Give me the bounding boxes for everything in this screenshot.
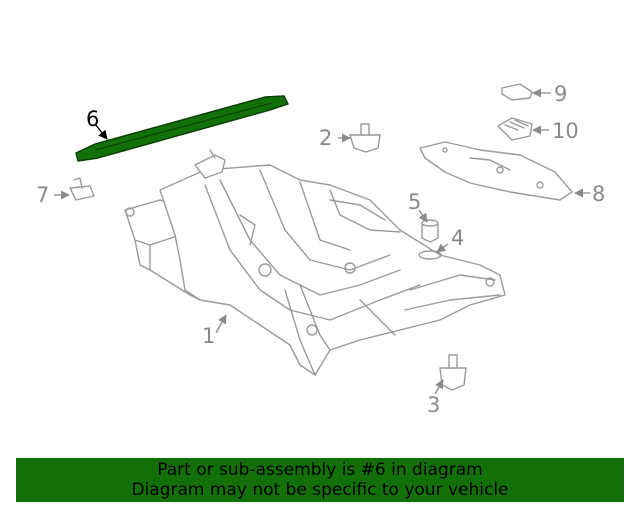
callout-1: 1 xyxy=(202,324,215,348)
part-10-pad[interactable] xyxy=(497,117,533,141)
callout-5: 5 xyxy=(408,190,421,214)
banner-line-2: Diagram may not be specific to your vehi… xyxy=(131,480,509,500)
callout-8: 8 xyxy=(592,182,605,206)
part-6-highlighted-bar[interactable] xyxy=(75,95,289,162)
parts-diagram: 1 2 3 4 5 6 7 8 9 10 xyxy=(36,82,605,417)
leader-4 xyxy=(436,243,449,253)
part-3-mount[interactable] xyxy=(439,354,467,391)
part-8-plate[interactable] xyxy=(419,141,573,201)
callout-4: 4 xyxy=(451,226,464,250)
part-2-mount[interactable] xyxy=(349,123,381,153)
callout-3: 3 xyxy=(427,393,440,417)
part-5-nut[interactable] xyxy=(421,219,439,243)
callout-6: 6 xyxy=(86,107,99,131)
leader-6 xyxy=(94,123,108,140)
banner-line-1: Part or sub-assembly is #6 in diagram xyxy=(157,460,483,480)
part-1-subframe[interactable] xyxy=(124,149,506,376)
part-7-bracket[interactable] xyxy=(69,177,95,201)
leader-3 xyxy=(434,379,444,395)
callout-9: 9 xyxy=(554,82,567,106)
callout-7: 7 xyxy=(36,183,49,207)
part-9-pad[interactable] xyxy=(501,83,533,101)
callout-10: 10 xyxy=(552,119,579,143)
leader-1 xyxy=(215,314,227,334)
part-4-ring[interactable] xyxy=(418,250,442,260)
callout-2: 2 xyxy=(319,126,332,150)
part-info-banner: Part or sub-assembly is #6 in diagram Di… xyxy=(16,458,624,502)
leader-5 xyxy=(418,209,428,223)
